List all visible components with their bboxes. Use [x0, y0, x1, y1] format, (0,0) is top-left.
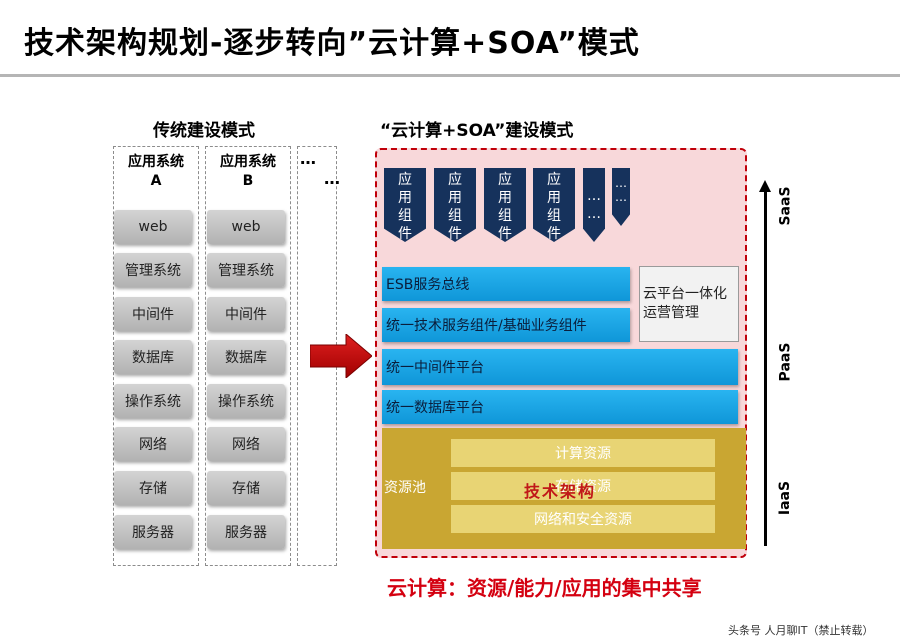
- layer-middleware-b: 中间件: [207, 297, 285, 331]
- layer-network-b: 网络: [207, 427, 285, 461]
- conclusion-text: 云计算：资源/能力/应用的集中共享: [387, 576, 702, 600]
- app-component-3: 应用组件: [484, 168, 526, 242]
- watermark-text: 技术架构: [524, 482, 597, 501]
- layer-axis-arrow-icon: [759, 180, 771, 192]
- middleware-platform: 统一中间件平台: [382, 349, 738, 385]
- layer-os-b: 操作系统: [207, 384, 285, 418]
- layer-server-b: 服务器: [207, 515, 285, 549]
- title-divider: [0, 74, 900, 77]
- tech-service-components: 统一技术服务组件/基础业务组件: [382, 308, 630, 342]
- cloud-ops-management-box: 云平台一体化 运营管理: [639, 266, 739, 342]
- layer-storage-b: 存储: [207, 471, 285, 505]
- column-a-title: 应用系统 A: [128, 154, 184, 189]
- layer-database-b: 数据库: [207, 340, 285, 374]
- column-b-title: 应用系统 B: [220, 154, 276, 189]
- layer-web-b: web: [207, 210, 285, 244]
- layer-middleware-a: 中间件: [114, 297, 192, 331]
- layer-saas: SaaS: [777, 186, 794, 226]
- layer-storage-a: 存储: [114, 471, 192, 505]
- traditional-heading: 传统建设模式: [153, 121, 255, 141]
- app-component-more: ……: [583, 168, 605, 242]
- app-component-1: 应用组件: [384, 168, 426, 242]
- layer-web-a: web: [114, 210, 192, 244]
- footer-attribution: 头条号 人月聊IT（禁止转载）: [728, 624, 874, 637]
- resource-pool-label: 资源池: [384, 480, 426, 496]
- app-component-4: 应用组件: [533, 168, 575, 242]
- app-component-more-small: ……: [612, 168, 630, 226]
- compute-resource: 计算资源: [451, 439, 715, 467]
- layer-iaas: IaaS: [777, 480, 794, 516]
- layer-mgmt-b: 管理系统: [207, 253, 285, 287]
- layer-network-a: 网络: [114, 427, 192, 461]
- storage-resource: 存储资源: [451, 472, 715, 500]
- esb-service-bus: ESB服务总线: [382, 267, 630, 301]
- page-title: 技术架构规划-逐步转向”云计算+SOA”模式: [24, 26, 640, 61]
- more-dots-top: …: [300, 149, 316, 168]
- network-security-resource: 网络和安全资源: [451, 505, 715, 533]
- layer-paas: PaaS: [777, 342, 794, 382]
- layer-axis-line: [764, 190, 767, 546]
- layer-os-a: 操作系统: [114, 384, 192, 418]
- layer-database-a: 数据库: [114, 340, 192, 374]
- more-dots-bottom: …: [324, 169, 340, 188]
- layer-mgmt-a: 管理系统: [114, 253, 192, 287]
- transition-arrow-icon: [310, 334, 372, 378]
- database-platform: 统一数据库平台: [382, 390, 738, 424]
- cloud-soa-heading: “云计算+SOA”建设模式: [380, 121, 574, 141]
- layer-server-a: 服务器: [114, 515, 192, 549]
- app-component-2: 应用组件: [434, 168, 476, 242]
